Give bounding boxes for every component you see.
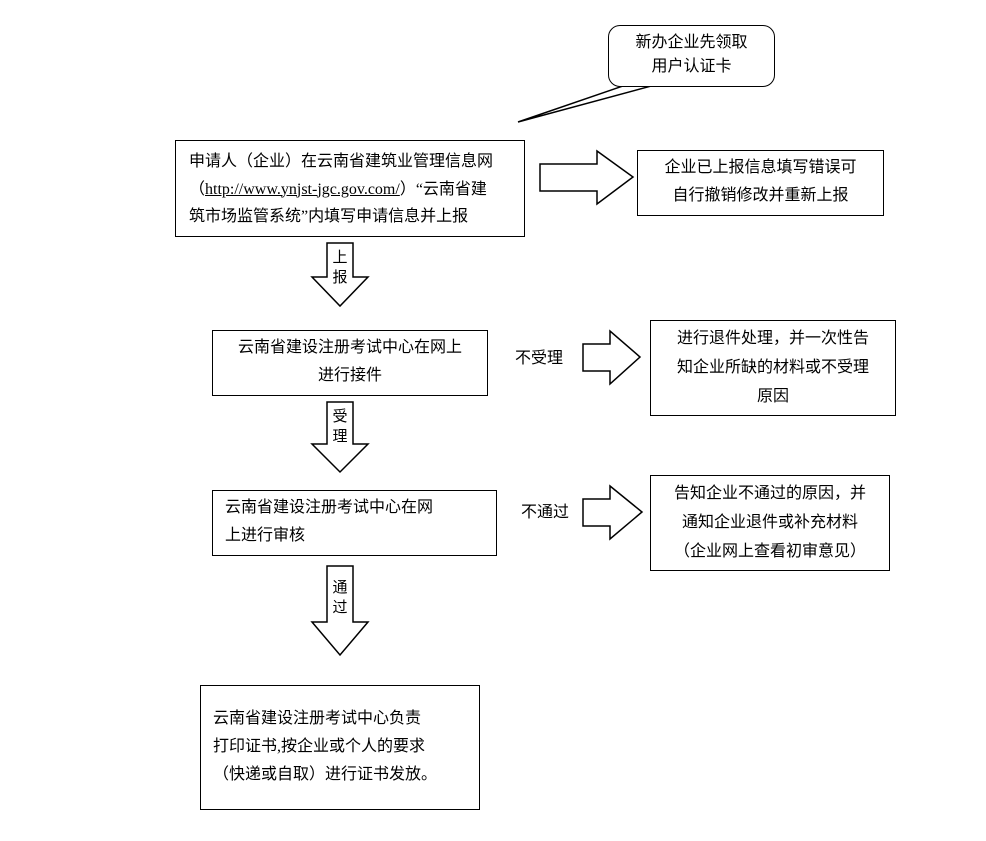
node-notify-failure: 告知企业不通过的原因，并 通知企业退件或补充材料 （企业网上查看初审意见）	[650, 475, 890, 571]
node-text-line: 进行退件处理，并一次性告	[676, 330, 869, 347]
node-text-line: 原因	[756, 388, 789, 405]
arrow-right-not-pass	[582, 484, 644, 541]
node-text-line: 进行接件	[317, 367, 382, 384]
paren-open: （	[189, 180, 206, 198]
node-text-line: 告知企业不通过的原因，并	[673, 485, 866, 502]
arrow-right-not-accept	[582, 329, 642, 386]
node-apply: 申请人（企业）在云南省建筑业管理信息网 （http://www.ynjst-jg…	[175, 140, 525, 237]
arrow-label-not-pass: 不通过	[520, 504, 569, 521]
node-text-line: （http://www.ynjst-jgc.gov.com/）“云南省建	[189, 176, 512, 204]
node-text-line: 申请人（企业）在云南省建筑业管理信息网	[189, 153, 494, 170]
node-text-line: 筑市场监管系统”内填写申请信息并上报	[189, 208, 469, 225]
arrow-down-pass	[310, 565, 370, 657]
node-return-handling: 进行退件处理，并一次性告 知企业所缺的材料或不受理 原因	[650, 320, 896, 416]
node-text-line: 云南省建设注册考试中心在网	[225, 499, 434, 516]
node-receive: 云南省建设注册考试中心在网上 进行接件	[212, 330, 488, 396]
arrow-label-pass: 通过	[332, 580, 348, 616]
callout-note-line: 用户认证卡	[651, 58, 732, 75]
arrow-down-submit	[310, 242, 370, 308]
node-text-line: （企业网上查看初审意见）	[673, 543, 866, 560]
arrow-label-accept: 受理	[332, 409, 348, 445]
paren-close: ）“云南省建	[399, 180, 487, 198]
arrow-label-not-accept: 不受理	[514, 350, 563, 367]
node-text-line: 打印证书,按企业或个人的要求	[213, 738, 426, 755]
node-text-line: 上进行审核	[225, 527, 306, 544]
node-text-line: 自行撤销修改并重新上报	[672, 187, 849, 204]
node-review: 云南省建设注册考试中心在网 上进行审核	[212, 490, 497, 556]
callout-note-line: 新办企业先领取	[635, 34, 748, 51]
arrow-label-submit: 上报	[332, 250, 348, 286]
node-text-line: 通知企业退件或补充材料	[681, 514, 858, 531]
arrow-down-accept	[310, 401, 370, 474]
callout-note: 新办企业先领取 用户认证卡	[608, 25, 775, 87]
website-link[interactable]: http://www.ynjst-jgc.gov.com/	[205, 180, 400, 198]
node-resubmit-info: 企业已上报信息填写错误可 自行撤销修改并重新上报	[637, 150, 884, 216]
arrow-right-resubmit	[539, 149, 635, 206]
node-text-line: 知企业所缺的材料或不受理	[676, 359, 869, 376]
node-text-line: 云南省建设注册考试中心负责	[213, 710, 422, 727]
node-text-line: 企业已上报信息填写错误可	[664, 159, 857, 176]
node-issue-certificate: 云南省建设注册考试中心负责 打印证书,按企业或个人的要求 （快递或自取）进行证书…	[200, 685, 480, 810]
node-text-line: （快递或自取）进行证书发放。	[213, 766, 438, 783]
node-text-line: 云南省建设注册考试中心在网上	[237, 339, 462, 356]
